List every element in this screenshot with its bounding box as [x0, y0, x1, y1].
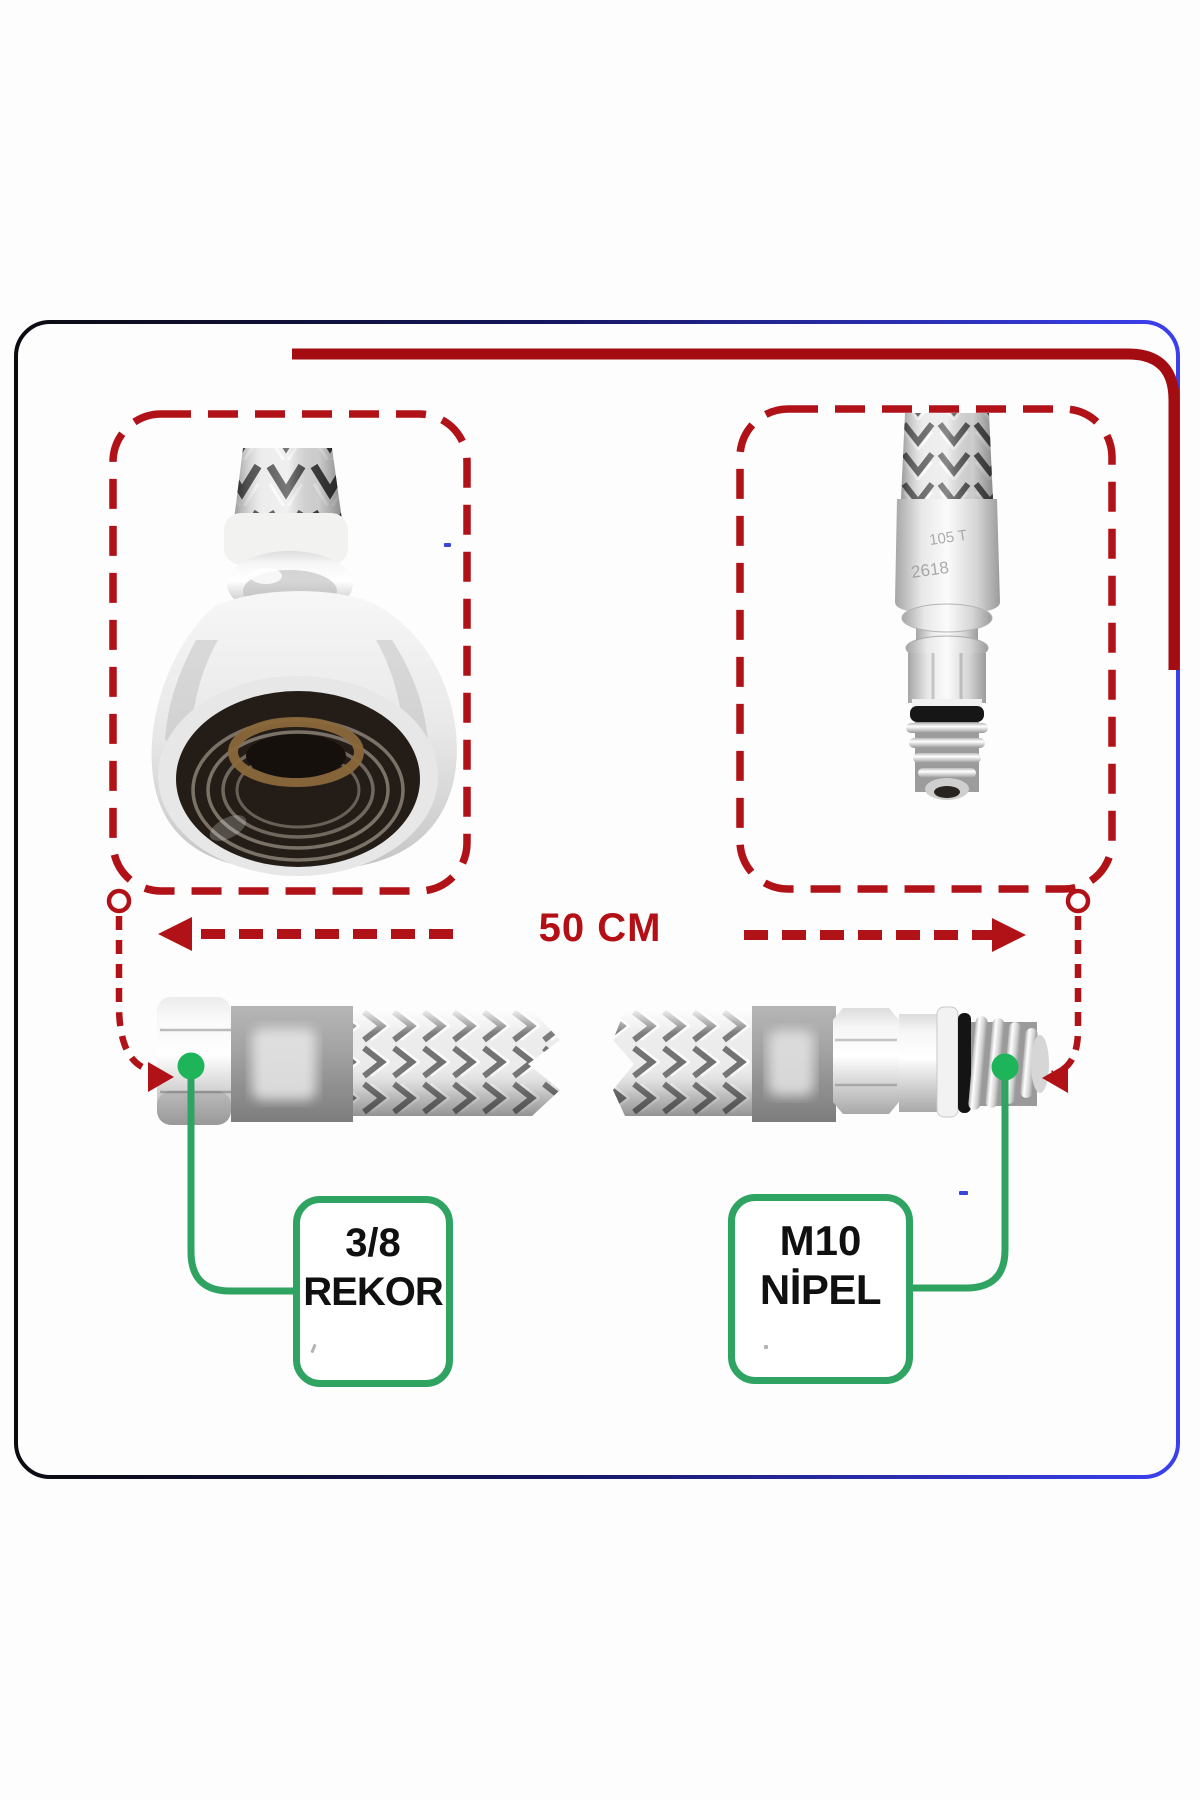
right-photo-dashed-box: [736, 405, 1116, 893]
brass-bore: [246, 734, 346, 778]
green-dot-right: [991, 1053, 1019, 1081]
nipple-bore: [934, 786, 960, 798]
ferrule-highlight: [768, 1030, 814, 1096]
left-callout-box: 3/8 REKOR: [293, 1196, 453, 1387]
thread-ridge: [906, 723, 988, 733]
arrowhead-left-icon: [1042, 1063, 1068, 1093]
left-callout-size: 3/8: [345, 1221, 401, 1265]
right-fitting-photo: 105 T 2618: [895, 413, 1000, 800]
thread-ridge: [913, 753, 981, 763]
flange-highlight: [912, 699, 982, 708]
braid-shading: [901, 413, 993, 499]
arrowhead-right-icon: [148, 1062, 174, 1092]
callout-dashed-line-right: [1051, 916, 1082, 1078]
braid-shading: [613, 1010, 758, 1116]
thread-ridge: [968, 1016, 988, 1110]
nut-facet-right: [376, 640, 428, 748]
opening-highlight: [209, 815, 247, 841]
left-callout-type: REKOR: [303, 1270, 443, 1314]
braid-shading: [234, 448, 342, 520]
callout-anchor-circle-left: [106, 888, 132, 914]
braid-shading: [353, 1010, 560, 1116]
nipple-hex: [908, 653, 986, 703]
nipple-hex-side: [833, 1008, 899, 1114]
callout-anchor-circle-right: [1065, 888, 1091, 914]
frame-border: [14, 320, 1180, 1479]
right-callout-type: NİPEL: [759, 1266, 882, 1313]
artifact-mark: [959, 1191, 968, 1195]
stamp-text-1: 105 T: [928, 527, 968, 549]
nipple-flange: [936, 1006, 959, 1118]
left-photo-dashed-box: [109, 410, 471, 895]
neck-ridge-upper: [901, 603, 993, 633]
ferrule-highlight: [252, 1028, 316, 1100]
artifact-mark: [764, 1345, 768, 1349]
brass-ring: [228, 717, 364, 787]
top-accent-line: [292, 348, 1180, 670]
neck-highlight: [250, 568, 282, 584]
o-ring-side: [958, 1013, 971, 1113]
length-arrowhead-right-icon: [992, 918, 1026, 952]
hose-photo: [157, 997, 1049, 1125]
thread-ridge: [909, 738, 985, 748]
length-label: 50 CM: [538, 906, 662, 950]
nut-facet-left: [165, 640, 218, 748]
green-connector-right: [910, 1073, 1009, 1292]
thread-tip: [1031, 1035, 1049, 1093]
o-ring: [910, 706, 984, 722]
length-arrowhead-left-icon: [158, 917, 192, 951]
nipple-shank: [899, 1014, 937, 1112]
callout-dashed-line-left: [115, 916, 152, 1074]
artifact-mark: [444, 543, 451, 547]
green-connector-left: [187, 1072, 296, 1295]
right-callout-box: M10 NİPEL: [728, 1194, 913, 1384]
green-dot-left: [177, 1052, 205, 1080]
left-fitting-photo: [151, 448, 457, 876]
hose-sleeve: [224, 513, 348, 565]
crimp-collar: [895, 499, 1000, 614]
hex-top-facet: [157, 997, 231, 1031]
right-callout-size: M10: [779, 1217, 862, 1264]
thread-ridge: [918, 768, 976, 778]
thread-ring: [206, 730, 390, 850]
